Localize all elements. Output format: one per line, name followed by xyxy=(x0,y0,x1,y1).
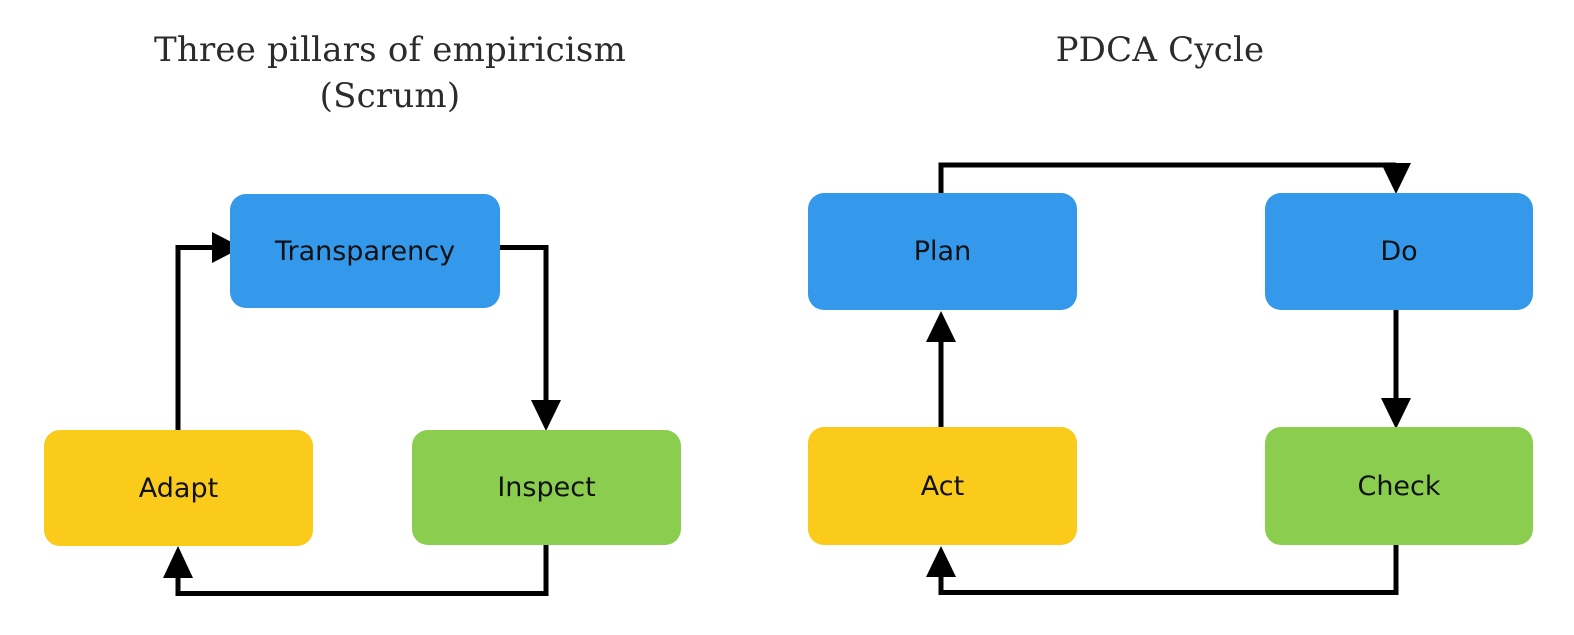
node-inspect-label: Inspect xyxy=(497,472,596,503)
node-transparency[interactable]: Transparency xyxy=(230,194,500,308)
node-act-label: Act xyxy=(920,470,965,502)
node-plan-label: Plan xyxy=(913,236,972,267)
node-do-label: Do xyxy=(1380,236,1418,267)
node-adapt[interactable]: Adapt xyxy=(44,430,313,546)
arrowhead-into-inspect xyxy=(531,400,561,431)
edge-plan-to-do xyxy=(938,162,1411,195)
node-check[interactable]: Check xyxy=(1265,427,1533,545)
arrowhead-into-do xyxy=(1381,163,1411,194)
scrum-diagram-title: Three pillars of empiricism (Scrum) xyxy=(153,30,627,116)
node-plan[interactable]: Plan xyxy=(808,193,1077,310)
node-adapt-label: Adapt xyxy=(138,472,219,504)
node-check-label: Check xyxy=(1357,470,1441,502)
arrowhead-into-check xyxy=(1381,398,1411,429)
edge-transparency-to-inspect xyxy=(498,245,561,431)
node-inspect[interactable]: Inspect xyxy=(412,430,681,545)
arrowhead-into-plan xyxy=(926,311,956,342)
node-do[interactable]: Do xyxy=(1265,193,1533,310)
node-transparency-label: Transparency xyxy=(274,235,456,267)
arrowhead-into-adapt xyxy=(163,546,193,578)
pdca-diagram-title: PDCA Cycle xyxy=(1055,30,1265,70)
edge-do-to-check xyxy=(1381,308,1411,429)
arrowhead-into-act xyxy=(926,546,956,577)
edge-inspect-to-adapt xyxy=(163,543,549,596)
node-act[interactable]: Act xyxy=(808,427,1077,545)
edge-check-to-act xyxy=(926,543,1399,595)
edge-act-to-plan xyxy=(926,311,956,427)
